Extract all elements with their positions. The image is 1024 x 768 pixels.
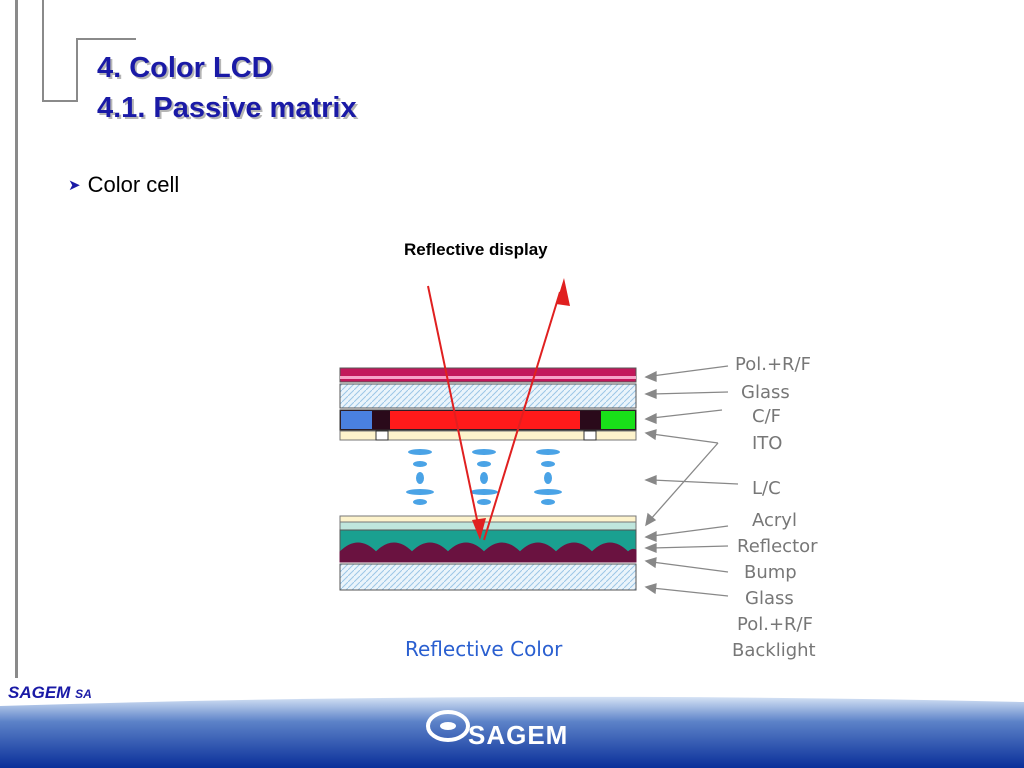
top-ito-right [583,430,597,441]
bullet-item: ➤ Color cell [68,172,179,198]
layer-label: Reflector [737,536,818,557]
reflected-ray-arrowhead [556,278,570,306]
lc-molecule [470,449,498,505]
frame-horizontal-bottom [42,100,78,102]
layer-label: Acryl [752,510,797,531]
bullet-text: Color cell [87,172,180,197]
footer-logo-text: SAGEM [468,720,569,750]
diagram-title: Reflective display [404,240,548,259]
slide-title: 4. Color LCD [97,52,273,84]
top-ito-left [375,430,389,441]
layer-label: Glass [741,382,790,403]
corner-brand-name: SAGEM [8,683,71,702]
lc-molecule [534,449,562,505]
top-ito-layer [339,430,637,441]
top-polarizer-stripe [340,376,636,379]
footer-band [0,696,1024,768]
bottom-glass-layer [339,563,637,591]
bottom-ito-layer [339,515,637,523]
color-filter-red [390,411,580,429]
frame-vertical-inner [42,0,44,102]
layer-label: C/F [752,406,781,427]
layer-label: Pol.+R/F [735,354,811,375]
bump-layer [339,542,637,563]
layer-label: Pol.+R/F [737,614,813,635]
slide-subtitle: 4.1. Passive matrix [97,92,357,124]
label-leaders [644,365,739,597]
sagem-logo-icon [426,710,470,742]
layer-label: ITO [752,433,782,454]
frame-bracket-vertical [76,38,78,102]
layer-label: Backlight [732,640,816,661]
lc-molecule [406,449,434,505]
top-polarizer-layer [339,367,637,383]
layer-label: Bump [744,562,797,583]
lcd-cross-section-diagram: Pol.+R/F Glass C/F ITO L/C Acryl Reflect… [339,278,818,661]
corner-brand-suffix: SA [75,687,92,701]
reflected-ray [483,291,561,541]
layer-label: L/C [752,478,781,499]
color-filter-blue [341,411,372,429]
incident-ray-arrowhead [472,518,486,540]
frame-vertical-outer [15,0,18,678]
frame-bracket-top [76,38,136,40]
top-glass-layer [339,383,637,409]
incident-ray [427,285,481,535]
layer-label: Glass [745,588,794,609]
diagram-caption: Reflective Color [405,637,563,661]
color-filter-green [601,411,635,429]
corner-brand: SAGEM SA [8,683,92,703]
liquid-crystal-molecules [406,449,562,505]
bullet-arrow-icon: ➤ [68,177,81,194]
